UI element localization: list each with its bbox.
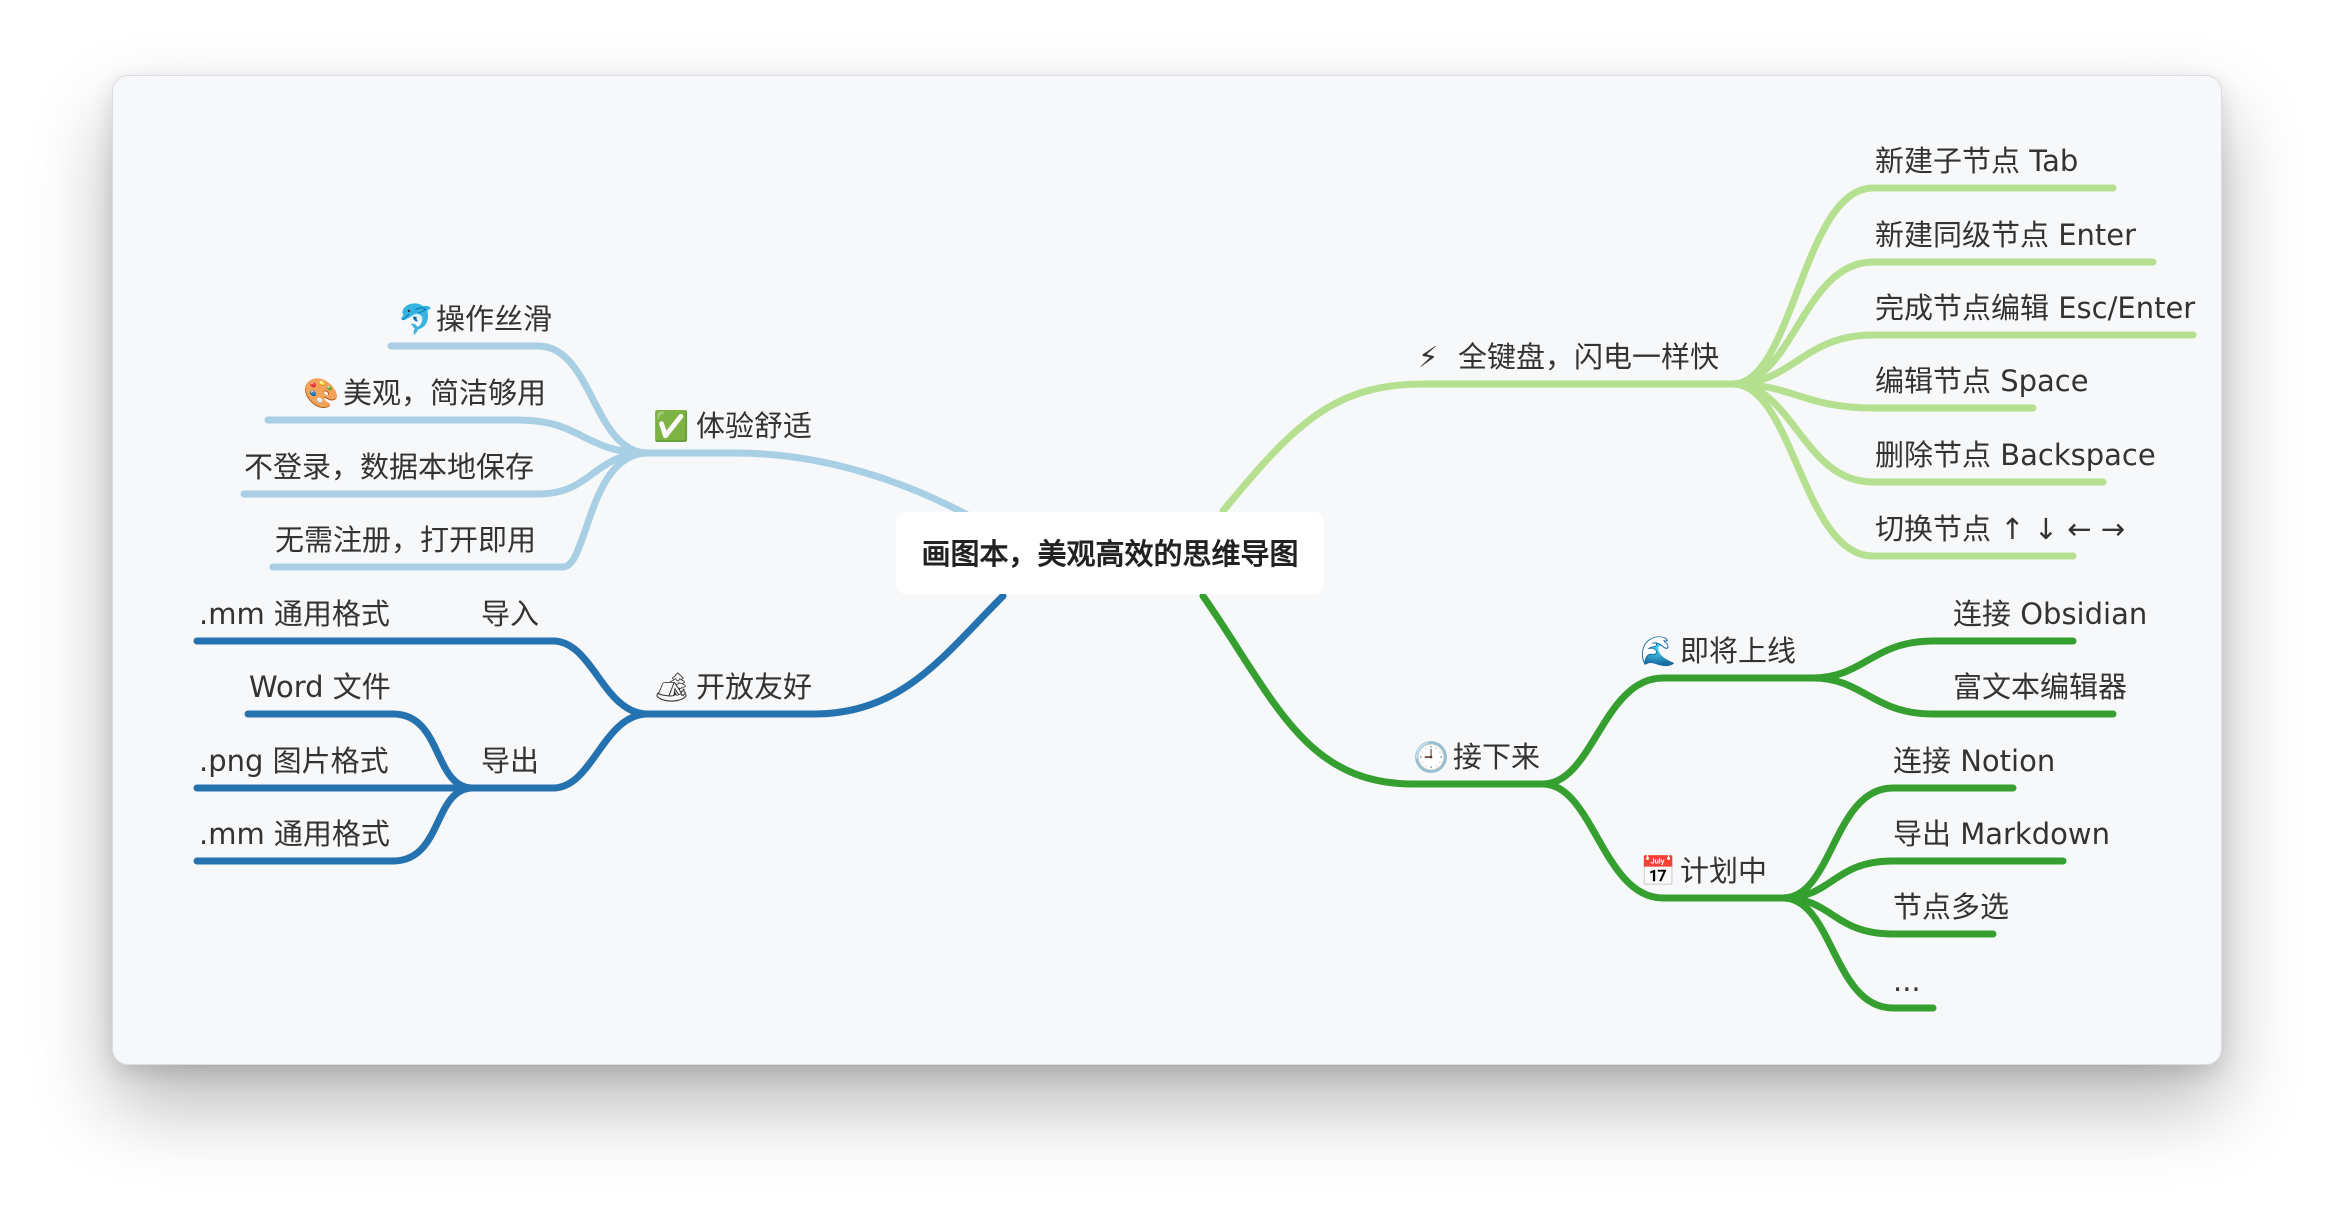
node-jiexialai[interactable]: 🕘 接下来 [1413, 740, 1540, 774]
root-node[interactable]: 画图本，美观高效的思维导图 [896, 512, 1324, 594]
node-budenglu-label[interactable]: 不登录，数据本地保存 [244, 450, 534, 484]
edge-kaifang-daoru [493, 637, 652, 718]
edge-jianpan-tongji [1729, 258, 2157, 388]
clock-icon: 🕘 [1413, 740, 1449, 774]
edge-jijiang-fuwenben [1809, 674, 2117, 718]
node-jiexialai-label: 接下来 [1453, 740, 1540, 774]
node-fuwenben-label[interactable]: 富文本编辑器 [1953, 670, 2127, 704]
node-shanchu-label[interactable]: 删除节点 Backspace [1875, 438, 2156, 472]
edge-root-tiyan [644, 449, 977, 522]
edge-daochu-word [244, 710, 477, 792]
wave-icon: 🌊 [1640, 634, 1676, 668]
edge-jihua-more [1779, 894, 1937, 1012]
node-notion-label[interactable]: 连接 Notion [1893, 744, 2055, 778]
lightning-icon: ⚡ [1418, 340, 1438, 374]
node-more-label[interactable]: ... [1893, 964, 1921, 998]
node-caozuo-label: 操作丝滑 [436, 302, 552, 336]
node-daoru-mm-label[interactable]: .mm 通用格式 [199, 597, 390, 631]
node-qiehuan-label[interactable]: 切换节点 ↑ ↓ ← → [1875, 512, 2125, 546]
camping-tent-icon: 🏕 [653, 670, 690, 704]
node-wuxu-label[interactable]: 无需注册，打开即用 [275, 523, 536, 557]
node-tiyan[interactable]: ✅ 体验舒适 [653, 409, 812, 443]
node-kaifang[interactable]: 🏕 开放友好 [653, 670, 812, 704]
node-meiguan[interactable]: 🎨 美观，简洁够用 [303, 375, 546, 410]
node-jianpan[interactable]: ⚡ 全键盘，闪电一样快 [1418, 340, 1719, 374]
node-caozuo[interactable]: 🐬 操作丝滑 [398, 301, 552, 336]
node-tongji-label[interactable]: 新建同级节点 Enter [1875, 218, 2136, 252]
node-markdown-label[interactable]: 导出 Markdown [1893, 817, 2110, 851]
edge-kaifang-daochu [469, 710, 652, 792]
mindmap-canvas[interactable]: 画图本，美观高效的思维导图 ✅ 体验舒适 🐬 操作丝滑 🎨 美观，简洁够用 不登… [112, 75, 2222, 1065]
node-jijiang[interactable]: 🌊 即将上线 [1640, 634, 1796, 668]
edge-root-jiexialai [1199, 592, 1547, 788]
palette-icon: 🎨 [303, 375, 339, 410]
calendar-icon: 📅 [1640, 854, 1676, 888]
root-node-box [896, 512, 1324, 594]
node-daoru-label[interactable]: 导入 [481, 597, 539, 631]
edge-root-kaifang [644, 592, 1007, 718]
node-duoxuan-label[interactable]: 节点多选 [1893, 890, 2009, 924]
node-png-label[interactable]: .png 图片格式 [199, 744, 389, 778]
node-obsidian-label[interactable]: 连接 Obsidian [1953, 597, 2147, 631]
edge-jianpan-zi [1729, 184, 2117, 388]
mindmap-svg: 画图本，美观高效的思维导图 ✅ 体验舒适 🐬 操作丝滑 🎨 美观，简洁够用 不登… [193, 144, 2197, 1012]
node-bianji-label[interactable]: 编辑节点 Space [1875, 364, 2089, 398]
node-tiyan-label: 体验舒适 [696, 409, 812, 443]
branch-experience-lines [240, 342, 977, 571]
branch-next-lines [1199, 592, 2117, 1012]
node-word-label[interactable]: Word 文件 [249, 670, 391, 704]
node-jijiang-label: 即将上线 [1680, 634, 1796, 668]
node-daochu-label[interactable]: 导出 [481, 744, 539, 778]
edge-jiexialai-jihua [1539, 780, 1787, 902]
node-wancheng-label[interactable]: 完成节点编辑 Esc/Enter [1875, 291, 2195, 325]
edge-tiyan-caozuo [387, 342, 652, 457]
node-daochu-mm-label[interactable]: .mm 通用格式 [199, 817, 390, 851]
edge-jiexialai-jijiang [1539, 674, 1817, 788]
edge-tiyan-wuxu [269, 449, 652, 571]
node-kaifang-label: 开放友好 [696, 670, 812, 704]
edge-tiyan-meiguan [264, 416, 652, 457]
dolphin-icon: 🐬 [398, 301, 434, 336]
node-zi-label[interactable]: 新建子节点 Tab [1875, 144, 2078, 178]
edge-jianpan-qiehuan [1729, 380, 2077, 560]
node-jihua[interactable]: 📅 计划中 [1640, 854, 1767, 888]
check-mark-icon: ✅ [653, 409, 689, 443]
edge-root-jianpan [1219, 380, 1737, 515]
edge-daochu-mm [193, 784, 477, 865]
node-jianpan-label: 全键盘，闪电一样快 [1458, 340, 1719, 374]
node-meiguan-label: 美观，简洁够用 [343, 376, 546, 410]
root-node-label: 画图本，美观高效的思维导图 [921, 537, 1298, 571]
node-jihua-label: 计划中 [1680, 854, 1767, 888]
branch-keyboard-lines [1219, 184, 2197, 560]
branch-open-lines [193, 592, 1007, 865]
